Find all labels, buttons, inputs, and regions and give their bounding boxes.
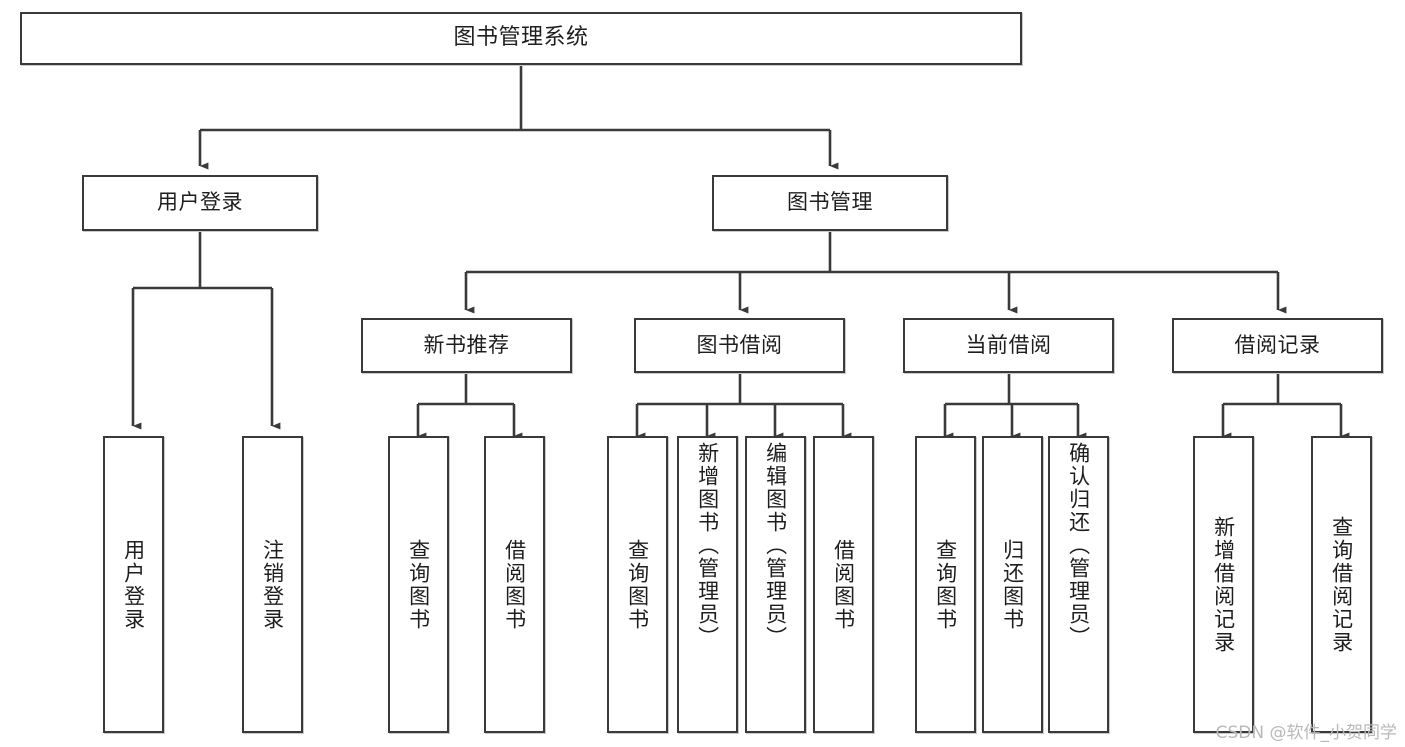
leaf-borrow-book-borrow[interactable]: 借阅图书 (813, 436, 874, 733)
node-root-book-management-system[interactable]: 图书管理系统 (20, 12, 1022, 65)
leaf-user-login[interactable]: 用户登录 (103, 436, 164, 733)
node-label: 注销登录 (260, 538, 285, 631)
node-label: 借阅图书 (502, 538, 527, 631)
node-label: 编辑图书（管理员） (763, 442, 788, 649)
leaf-edit-book-admin[interactable]: 编辑图书（管理员） (745, 436, 806, 733)
node-label: 新增借阅记录 (1211, 515, 1236, 654)
node-label: 借阅图书 (831, 538, 856, 631)
node-current-borrowing[interactable]: 当前借阅 (903, 318, 1114, 373)
node-label: 用户登录 (157, 190, 243, 215)
node-label: 图书管理 (787, 190, 873, 215)
node-book-management[interactable]: 图书管理 (712, 175, 948, 231)
node-label: 查询借阅记录 (1329, 515, 1354, 654)
node-new-book-recommendation[interactable]: 新书推荐 (361, 318, 572, 373)
node-label: 图书借阅 (696, 332, 783, 357)
node-label: 确认归还（管理员） (1066, 442, 1091, 649)
node-user-login[interactable]: 用户登录 (82, 175, 318, 231)
node-book-borrowing[interactable]: 图书借阅 (634, 318, 845, 373)
node-label: 归还图书 (1000, 538, 1025, 631)
node-label: 新书推荐 (423, 332, 510, 357)
leaf-query-book-borrow[interactable]: 查询图书 (607, 436, 668, 733)
node-label: 查询图书 (933, 538, 958, 631)
leaf-borrow-book-new-book[interactable]: 借阅图书 (484, 436, 545, 733)
node-label: 当前借阅 (965, 332, 1052, 357)
leaf-query-borrowing-record[interactable]: 查询借阅记录 (1311, 436, 1372, 733)
leaf-add-borrowing-record[interactable]: 新增借阅记录 (1193, 436, 1254, 733)
node-label: 图书管理系统 (453, 25, 589, 51)
node-label: 新增图书（管理员） (695, 442, 720, 649)
node-label: 用户登录 (121, 538, 146, 631)
leaf-query-book-new-book[interactable]: 查询图书 (388, 436, 449, 733)
leaf-return-book[interactable]: 归还图书 (982, 436, 1043, 733)
node-label: 借阅记录 (1234, 332, 1321, 357)
node-borrowing-record[interactable]: 借阅记录 (1172, 318, 1383, 373)
leaf-query-book-current[interactable]: 查询图书 (915, 436, 976, 733)
node-label: 查询图书 (406, 538, 431, 631)
leaf-user-logout[interactable]: 注销登录 (242, 436, 303, 733)
leaf-add-book-admin[interactable]: 新增图书（管理员） (677, 436, 738, 733)
leaf-confirm-return-admin[interactable]: 确认归还（管理员） (1048, 436, 1109, 733)
node-label: 查询图书 (625, 538, 650, 631)
